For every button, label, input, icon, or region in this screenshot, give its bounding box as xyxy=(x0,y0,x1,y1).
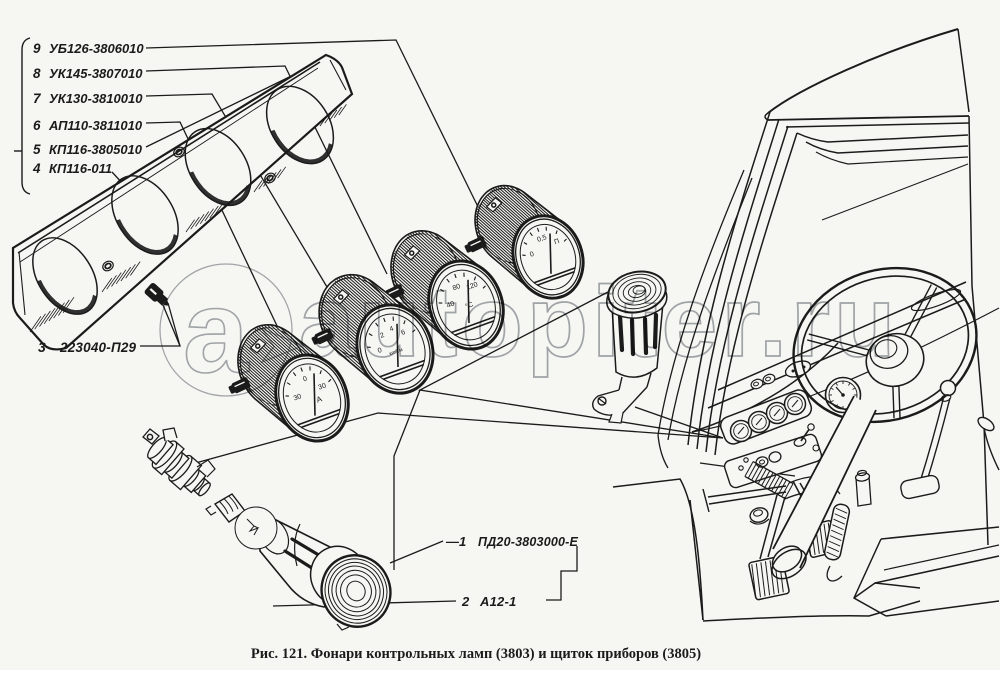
svg-text:autopiter.ru: autopiter.ru xyxy=(299,266,899,378)
svg-text:УБ126-3806010: УБ126-3806010 xyxy=(49,41,144,56)
svg-text:А12-1: А12-1 xyxy=(479,594,516,609)
svg-text:3: 3 xyxy=(38,339,46,355)
svg-text:КП116-3805010: КП116-3805010 xyxy=(49,142,143,157)
svg-text:а: а xyxy=(183,266,250,398)
svg-text:ПД20-3803000-Е: ПД20-3803000-Е xyxy=(478,535,579,549)
svg-text:—1: —1 xyxy=(445,534,466,549)
svg-text:УК145-3807010: УК145-3807010 xyxy=(49,66,143,81)
svg-text:9: 9 xyxy=(33,41,41,56)
svg-text:АП110-3811010: АП110-3811010 xyxy=(48,118,143,133)
svg-text:8: 8 xyxy=(33,66,41,81)
svg-text:4: 4 xyxy=(32,161,41,176)
svg-text:6: 6 xyxy=(33,118,41,133)
svg-text:5: 5 xyxy=(33,142,41,157)
svg-text:2: 2 xyxy=(461,594,470,609)
svg-text:223040-П29: 223040-П29 xyxy=(59,340,137,355)
svg-text:КП116-011: КП116-011 xyxy=(49,161,112,176)
svg-text:УК130-3810010: УК130-3810010 xyxy=(49,91,143,106)
svg-text:Рис. 121. Фонари контрольных л: Рис. 121. Фонари контрольных ламп (3803)… xyxy=(251,646,701,662)
